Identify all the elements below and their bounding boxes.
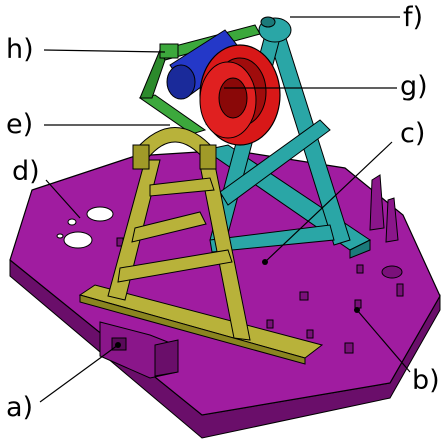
bolt	[266, 319, 274, 329]
bolt	[299, 291, 309, 301]
bolt	[356, 264, 364, 274]
leader-a-dot	[115, 342, 121, 348]
label-b: b)	[412, 365, 440, 396]
bolt	[396, 283, 404, 297]
leader-b-dot	[354, 307, 360, 313]
bolt	[354, 299, 362, 309]
frame-e	[78, 127, 324, 365]
label-f: f)	[403, 2, 424, 33]
hole-d-1	[86, 206, 114, 222]
boss	[381, 265, 403, 279]
ring-g	[199, 44, 281, 146]
leader-h	[43, 49, 166, 53]
frame-e-brace	[131, 211, 207, 243]
fin	[369, 174, 385, 231]
leader-c	[264, 141, 393, 263]
frame-e-yoke-left	[132, 144, 150, 170]
leader-c-dot	[262, 259, 268, 265]
pivot-f-bore	[260, 16, 276, 28]
label-a: a)	[6, 392, 34, 423]
frame-c-crossbar	[219, 119, 331, 206]
hole-d-2	[63, 231, 93, 249]
frame-e-leg-left	[107, 159, 161, 301]
leader-a	[39, 344, 119, 403]
bracket-h-vert	[139, 48, 166, 99]
label-g: g)	[400, 71, 428, 102]
fin	[385, 197, 399, 243]
frame-e-foot-front	[79, 294, 306, 365]
frame-e-yoke-right	[199, 144, 217, 170]
bracket-h-tab	[159, 43, 179, 59]
frame-e-cross	[149, 177, 215, 197]
leader-d	[45, 179, 81, 219]
frame-c-base-front	[349, 239, 371, 259]
frame-c-crossbar-2	[209, 224, 335, 253]
ring-g-hole	[218, 77, 248, 119]
leader-b	[356, 309, 411, 373]
bracket-a-rib	[154, 339, 179, 377]
label-c: c)	[400, 118, 426, 149]
leader-lines	[39, 16, 411, 403]
label-e: e)	[6, 109, 34, 140]
bolt	[306, 329, 314, 339]
frame-e-brace-2	[117, 249, 233, 283]
leader-dots	[115, 259, 360, 348]
hole-small-1	[67, 218, 77, 226]
motor-end	[166, 64, 196, 100]
label-d: d)	[12, 156, 40, 187]
bolt	[344, 342, 354, 354]
hole-small-2	[56, 233, 64, 239]
label-h: h)	[6, 34, 34, 65]
